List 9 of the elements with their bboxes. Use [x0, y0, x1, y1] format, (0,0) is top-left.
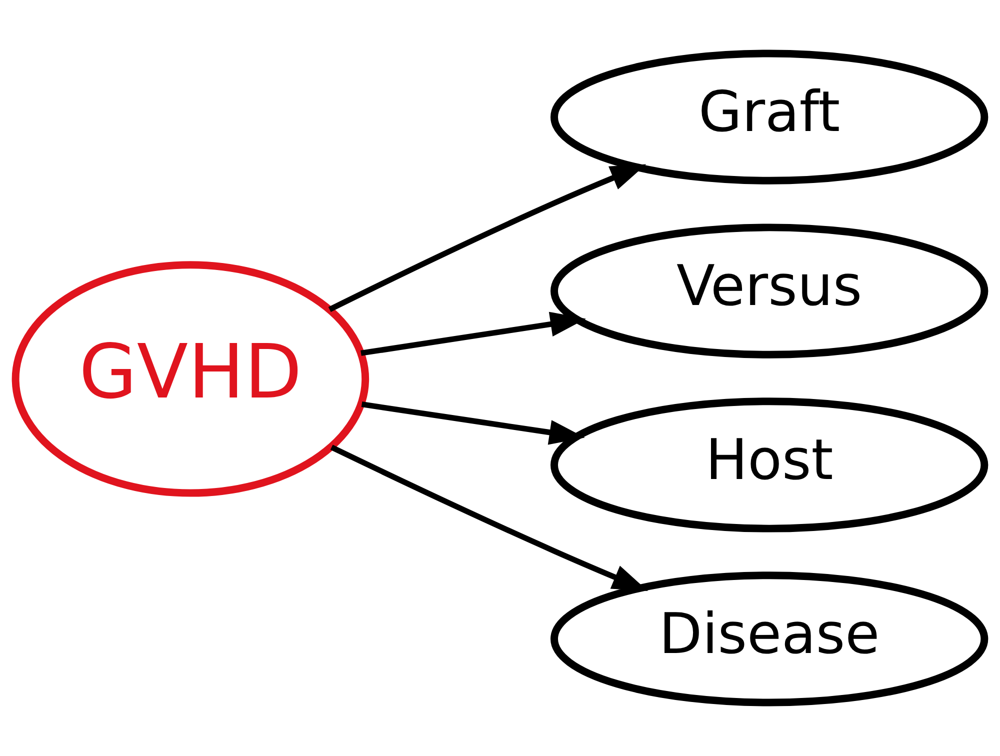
arrow	[330, 444, 648, 591]
arrow	[360, 312, 586, 356]
arrow	[328, 164, 646, 312]
node-ellipse: Versus	[550, 224, 988, 358]
node-ellipse: GVHD	[12, 261, 370, 497]
node-ellipse: Graft	[550, 50, 988, 184]
node-ellipse: Host	[550, 398, 988, 532]
arrow	[361, 402, 585, 445]
node-ellipse: Disease	[550, 572, 988, 706]
